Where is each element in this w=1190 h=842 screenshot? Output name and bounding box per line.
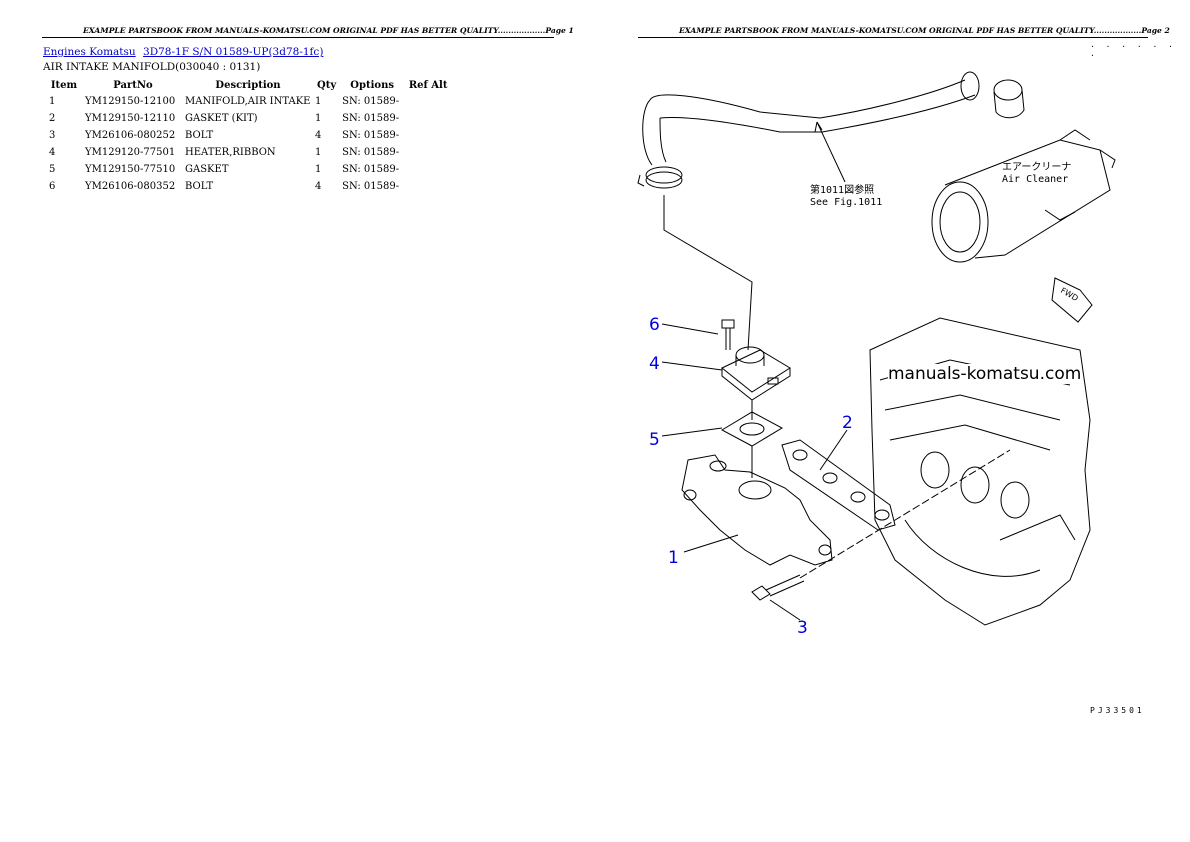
section-title: AIR INTAKE MANIFOLD(030040 : 0131)	[43, 61, 261, 73]
column-header-partno: PartNo	[113, 80, 153, 91]
gasket-5-drawing	[720, 411, 784, 447]
column-header-qty: Qty	[317, 80, 337, 91]
page-2-header-rule	[638, 37, 1148, 38]
cell-partno: YM129150-77510	[85, 164, 176, 175]
table-row: 2 YM129150-12110 GASKET (KIT) 1 SN: 0158…	[43, 110, 452, 127]
callout-2: 2	[842, 413, 853, 433]
breadcrumb-link-engines[interactable]: Engines Komatsu	[43, 46, 136, 58]
table-row: 4 YM129120-77501 HEATER,RIBBON 1 SN: 015…	[43, 144, 452, 161]
callout-6: 6	[649, 315, 660, 335]
cell-qty: 1	[315, 147, 322, 158]
cell-item: 2	[49, 113, 56, 124]
cell-partno: YM26106-080352	[85, 181, 176, 192]
table-row: 5 YM129150-77510 GASKET 1 SN: 01589-	[43, 161, 452, 178]
table-header-row: Item PartNo Description Qty Options Ref …	[43, 78, 452, 93]
cell-item: 1	[49, 96, 56, 107]
cell-options: SN: 01589-	[342, 181, 400, 192]
column-header-description: Description	[215, 80, 281, 91]
table-row: 3 YM26106-080252 BOLT 4 SN: 01589-	[43, 127, 452, 144]
air-cleaner-label: エアークリーナ Air Cleaner	[1002, 162, 1071, 186]
page-code: PJ33501	[1090, 706, 1145, 715]
cell-description: GASKET	[185, 164, 229, 175]
cell-partno: YM129150-12100	[85, 96, 176, 107]
see-fig-arrow	[814, 121, 846, 183]
cell-options: SN: 01589-	[342, 164, 400, 175]
page-1-header: EXAMPLE PARTSBOOK FROM MANUALS-KOMATSU.C…	[83, 26, 574, 35]
see-fig-label-jp: 第1011図参照	[810, 185, 875, 196]
bolt-6-drawing	[721, 319, 735, 350]
cell-item: 5	[49, 164, 56, 175]
column-header-ref-alt: Ref Alt	[408, 80, 448, 91]
forward-direction-symbol	[1051, 277, 1093, 323]
breadcrumb: Engines Komatsu 3D78-1F S/N 01589-UP(3d7…	[43, 46, 327, 58]
callout-leader-lines	[661, 323, 848, 621]
column-header-options: Options	[350, 80, 394, 91]
table-row: 1 YM129150-12100 MANIFOLD,AIR INTAKE 1 S…	[43, 93, 452, 110]
cell-description: MANIFOLD,AIR INTAKE	[185, 96, 311, 107]
callout-4: 4	[649, 354, 660, 374]
gasket-kit-drawing	[781, 439, 896, 531]
cell-options: SN: 01589-	[342, 130, 400, 141]
cell-description: HEATER,RIBBON	[185, 147, 276, 158]
top-right-dots: . . . . . . .	[1090, 40, 1176, 58]
cell-description: GASKET (KIT)	[185, 113, 258, 124]
cell-qty: 4	[315, 181, 322, 192]
cell-partno: YM129120-77501	[85, 147, 176, 158]
air-cleaner-label-jp: エアークリーナ	[1002, 162, 1072, 173]
cell-item: 6	[49, 181, 56, 192]
column-header-item: Item	[50, 80, 78, 91]
cell-qty: 1	[315, 96, 322, 107]
air-cleaner-drawing	[931, 79, 1116, 263]
intake-hose	[637, 71, 980, 189]
cell-item: 4	[49, 147, 56, 158]
cell-partno: YM26106-080252	[85, 130, 176, 141]
cell-description: BOLT	[185, 130, 214, 141]
parts-table: Item PartNo Description Qty Options Ref …	[43, 78, 452, 195]
callout-3: 3	[797, 618, 808, 638]
air-cleaner-label-en: Air Cleaner	[1002, 174, 1069, 185]
reference-line-hose-heater	[663, 195, 753, 351]
intake-manifold-drawing	[681, 454, 833, 566]
bolt-3-drawing	[751, 449, 1011, 601]
see-fig-label-en: See Fig.1011	[810, 197, 883, 208]
table-row: 6 YM26106-080352 BOLT 4 SN: 01589-	[43, 178, 452, 195]
cell-qty: 1	[315, 113, 322, 124]
cell-qty: 1	[315, 164, 322, 175]
cell-options: SN: 01589-	[342, 147, 400, 158]
watermark-text: manuals-komatsu.com	[888, 364, 1082, 384]
cell-qty: 4	[315, 130, 322, 141]
see-fig-label: 第1011図参照 See Fig.1011	[810, 185, 882, 209]
cell-description: BOLT	[185, 181, 214, 192]
cell-partno: YM129150-12110	[85, 113, 176, 124]
page-2-header: EXAMPLE PARTSBOOK FROM MANUALS-KOMATSU.C…	[679, 26, 1170, 35]
heater-ribbon-drawing	[721, 346, 791, 401]
cell-options: SN: 01589-	[342, 113, 400, 124]
callout-5: 5	[649, 430, 660, 450]
page-1-header-rule	[42, 37, 554, 38]
callout-1: 1	[668, 548, 679, 568]
cell-item: 3	[49, 130, 56, 141]
breadcrumb-link-model[interactable]: 3D78-1F S/N 01589-UP(3d78-1fc)	[143, 46, 324, 58]
cell-options: SN: 01589-	[342, 96, 400, 107]
